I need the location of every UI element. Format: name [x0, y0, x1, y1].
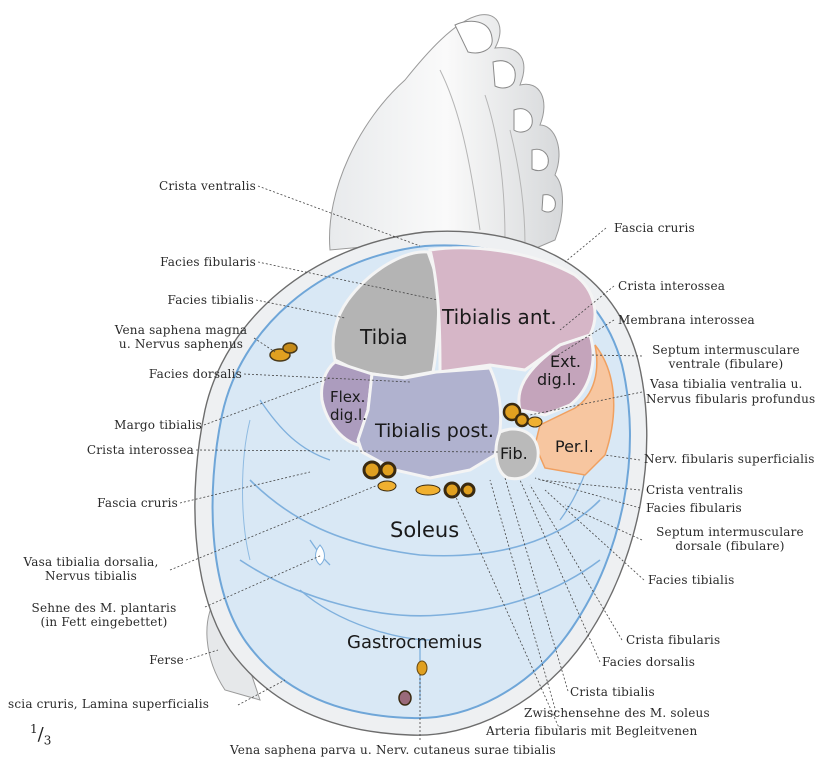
label-vasa-tibialia-dorsalia-1: Vasa tibialia dorsalia, — [6, 556, 176, 569]
muscle-label-tibia: Tibia — [360, 325, 408, 349]
label-vena-saphena-magna-1: Vena saphena magna — [96, 324, 266, 337]
label-facies-tibialis-left: Facies tibialis — [168, 294, 254, 307]
label-zwischensehne: Zwischensehne des M. soleus — [524, 707, 710, 720]
label-margo-tibialis: Margo tibialis — [114, 419, 202, 432]
label-vasa-tibialia-ventralia-1: Vasa tibialia ventralia u. — [650, 378, 803, 391]
muscle-label-gastrocnemius: Gastrocnemius — [347, 632, 482, 653]
label-facies-fibularis-right: Facies fibularis — [646, 502, 742, 515]
label-crista-interossea-right: Crista interossea — [618, 280, 725, 293]
label-crista-ventralis-right: Crista ventralis — [646, 484, 743, 497]
label-fascia-cruris-right: Fascia cruris — [614, 222, 695, 235]
label-ferse: Ferse — [149, 654, 184, 667]
muscle-label-per-l: Per.l. — [555, 437, 594, 456]
muscle-label-fib: Fib. — [500, 444, 528, 463]
label-crista-ventralis-left: Crista ventralis — [159, 180, 256, 193]
label-facies-dorsalis-right: Facies dorsalis — [602, 656, 695, 669]
scale-fraction: 1/3 — [30, 722, 51, 748]
muscle-label-ext-dig-1: Ext. — [550, 352, 581, 371]
label-membrana-interossea: Membrana interossea — [618, 314, 755, 327]
muscle-label-soleus: Soleus — [390, 518, 459, 542]
label-septum-ventrale-2: ventrale (fibulare) — [636, 358, 816, 371]
label-septum-dorsale-2: dorsale (fibulare) — [640, 540, 820, 553]
label-septum-ventrale-1: Septum intermusculare — [636, 344, 816, 357]
scale-denominator: 3 — [44, 734, 52, 748]
label-arteria-fibularis: Arteria fibularis mit Begleitvenen — [486, 725, 697, 738]
label-vena-saphena-parva: Vena saphena parva u. Nerv. cutaneus sur… — [230, 744, 556, 757]
label-facies-fibularis-left: Facies fibularis — [160, 256, 256, 269]
label-fascia-cruris-left: Fascia cruris — [97, 497, 178, 510]
label-fascia-lamina: scia cruris, Lamina superficialis — [8, 698, 209, 711]
label-facies-dorsalis-left: Facies dorsalis — [149, 368, 242, 381]
label-crista-fibularis: Crista fibularis — [626, 634, 720, 647]
label-nerv-fibularis-superficialis: Nerv. fibularis superficialis — [644, 453, 815, 466]
muscle-label-tibialis-ant: Tibialis ant. — [442, 305, 557, 329]
muscle-label-flex-dig-2: dig.l. — [330, 406, 367, 424]
label-facies-tibialis-right: Facies tibialis — [648, 574, 734, 587]
label-crista-interossea-left: Crista interossea — [87, 444, 194, 457]
label-vasa-tibialia-dorsalia-2: Nervus tibialis — [6, 570, 176, 583]
label-vena-saphena-magna-2: u. Nervus saphenus — [96, 338, 266, 351]
label-vasa-tibialia-ventralia-2: Nervus fibularis profundus — [646, 393, 815, 406]
muscle-label-tibialis-post: Tibialis post. — [375, 420, 494, 442]
label-septum-dorsale-1: Septum intermusculare — [640, 526, 820, 539]
muscle-label-flex-dig-1: Flex. — [330, 388, 365, 406]
scale-numerator: 1 — [30, 722, 38, 736]
label-sehne-plantaris-1: Sehne des M. plantaris — [4, 602, 204, 615]
muscle-label-ext-dig-2: dig.l. — [537, 370, 576, 389]
label-sehne-plantaris-2: (in Fett eingebettet) — [4, 616, 204, 629]
label-crista-tibialis: Crista tibialis — [570, 686, 655, 699]
